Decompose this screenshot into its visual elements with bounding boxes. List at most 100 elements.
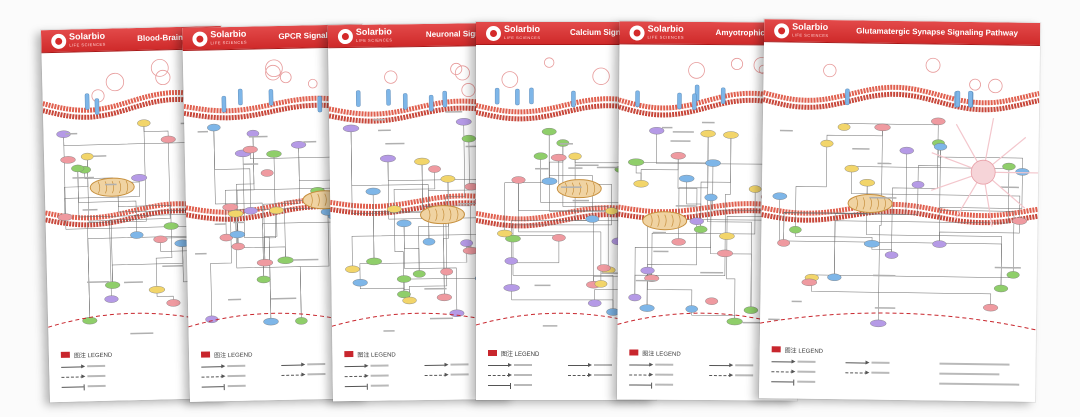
protein-node xyxy=(242,145,258,154)
protein-node xyxy=(414,157,430,166)
protein-node xyxy=(231,242,245,251)
poster-title: Calcium Signali xyxy=(570,28,630,37)
receptor-channel xyxy=(529,87,534,105)
protein-node xyxy=(587,299,602,307)
protein-node xyxy=(1002,162,1016,171)
protein-node xyxy=(705,159,721,167)
protein-node xyxy=(550,153,567,162)
protein-node xyxy=(80,152,94,161)
receptor-channel xyxy=(386,89,391,106)
protein-node xyxy=(256,275,271,284)
logo-name: Solarbio xyxy=(647,23,684,34)
inhibition-arrow-icon xyxy=(61,385,84,388)
protein-node xyxy=(533,152,548,160)
receptor-channel xyxy=(428,94,434,112)
protein-node xyxy=(789,226,802,234)
legend-marker xyxy=(488,350,497,356)
protein-node xyxy=(671,238,686,246)
receptor-channel xyxy=(237,88,243,106)
protein-node xyxy=(899,146,914,155)
protein-node xyxy=(422,238,436,246)
solarbio-logo-icon xyxy=(337,28,354,44)
protein-node xyxy=(440,175,456,183)
receptor-channel xyxy=(317,95,323,113)
protein-node xyxy=(704,193,718,202)
protein-node xyxy=(222,203,239,211)
protein-node xyxy=(386,205,402,213)
mitochondrion-icon xyxy=(89,177,135,197)
protein-node xyxy=(863,240,880,248)
inhibition-arrow-icon xyxy=(201,385,224,388)
protein-node xyxy=(678,174,695,183)
legend-rows xyxy=(201,361,246,392)
protein-node xyxy=(983,303,999,312)
nucleus-boundary xyxy=(476,312,656,329)
protein-node xyxy=(844,164,859,173)
protein-node xyxy=(260,169,274,177)
receptor-channel xyxy=(402,93,408,110)
glial-cell-illustration xyxy=(931,118,1039,227)
protein-node xyxy=(229,230,246,239)
protein-node xyxy=(60,156,76,164)
logo-tagline: LIFE SCIENCES xyxy=(792,31,829,38)
protein-node xyxy=(777,239,791,247)
translocation-arrow-icon xyxy=(568,372,592,377)
binding-arrow-icon xyxy=(568,362,592,367)
protein-node xyxy=(552,234,566,242)
nucleus-boundary xyxy=(48,312,229,328)
solarbio-logo-icon xyxy=(629,24,645,41)
receptor-channel xyxy=(355,90,361,107)
poster-title: Glutamatergic Synapse Signaling Pathway xyxy=(856,26,1019,38)
protein-node xyxy=(428,165,441,173)
legend-panel: 图注 LEGEND xyxy=(759,344,1036,402)
protein-node xyxy=(827,273,842,281)
legend-marker xyxy=(60,351,70,358)
cell-membrane xyxy=(618,90,800,118)
legend-rows xyxy=(488,360,532,390)
activation-arrow-icon xyxy=(201,365,224,368)
protein-node xyxy=(436,293,452,302)
protein-node xyxy=(932,240,947,248)
inhibition-arrow-icon xyxy=(488,382,511,389)
protein-node xyxy=(837,123,851,131)
protein-node xyxy=(541,177,558,185)
legend-marker xyxy=(771,346,781,353)
protein-node xyxy=(402,296,417,305)
indirect-arrow-icon xyxy=(488,372,512,377)
protein-node xyxy=(160,135,176,144)
protein-node xyxy=(243,207,258,215)
protein-node xyxy=(345,265,360,273)
protein-node xyxy=(670,152,686,160)
binding-arrow-icon xyxy=(424,364,447,366)
receptor-channel xyxy=(494,87,500,105)
activation-arrow-icon xyxy=(344,365,367,367)
logo-tagline: LIFE SCIENCES xyxy=(504,34,541,40)
protein-node xyxy=(460,239,474,247)
legend-label: 图注 LEGEND xyxy=(501,351,540,358)
protein-node xyxy=(137,119,151,127)
protein-node xyxy=(497,229,513,238)
receptor-channel xyxy=(635,90,640,107)
protein-node xyxy=(397,290,411,299)
contact-info xyxy=(939,359,1020,390)
legend-label: 图注 LEGEND xyxy=(73,352,113,360)
logo-name: Solarbio xyxy=(355,25,392,37)
receptor-channel xyxy=(677,92,682,110)
logo-tagline: LIFE SCIENCES xyxy=(210,39,248,45)
protein-node xyxy=(366,257,382,266)
nucleus-boundary xyxy=(617,312,798,330)
protein-node xyxy=(412,270,426,278)
protein-node xyxy=(352,279,368,287)
protein-node xyxy=(874,123,891,132)
receptor-channel xyxy=(268,89,274,106)
legend-marker xyxy=(344,350,354,358)
activation-arrow-icon xyxy=(61,365,84,368)
protein-node xyxy=(585,215,600,223)
protein-node xyxy=(263,317,279,326)
protein-node xyxy=(130,231,144,239)
